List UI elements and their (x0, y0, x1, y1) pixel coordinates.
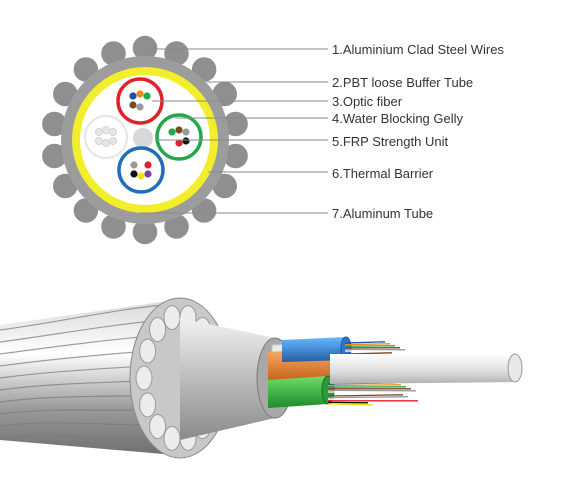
cut-wire (135, 365, 153, 391)
legend-item-7: 7.Aluminum Tube (332, 206, 433, 221)
fiber (143, 92, 151, 100)
fiber-strand (344, 343, 391, 346)
cut-wire (149, 414, 167, 439)
frp-rod-3d (330, 354, 515, 384)
legend-item-4: 4.Water Blocking Gelly (332, 111, 464, 126)
fiber-strand (327, 403, 374, 406)
buffer-tube-green (155, 113, 203, 161)
legend: 1.Aluminium Clad Steel Wires 2.PBT loose… (332, 42, 504, 221)
cut-wire (139, 392, 157, 418)
fiber (137, 172, 145, 180)
fiber (168, 128, 176, 136)
fiber-strand (327, 394, 404, 397)
fiber (144, 161, 152, 169)
legend-item-5: 5.FRP Strength Unit (332, 134, 448, 149)
fiber (95, 127, 104, 136)
strand-lines (0, 303, 176, 441)
fiber (182, 137, 190, 145)
legend-item-6: 6.Thermal Barrier (332, 166, 434, 181)
fiber (144, 170, 152, 178)
aluminum-tube-segment (180, 318, 275, 440)
frp-strength-unit (133, 128, 153, 148)
buffer-tube-blue (117, 146, 165, 194)
fiber (168, 137, 176, 145)
fiber-strand (344, 341, 386, 344)
fiber (136, 90, 144, 98)
fiber-strand (327, 396, 409, 399)
fiber (137, 159, 145, 167)
fiber (175, 126, 183, 134)
fiber (130, 170, 138, 178)
buffer-tube-green-3d (268, 376, 328, 408)
fiber (102, 138, 111, 147)
fiber-strand (344, 352, 393, 355)
fiber (143, 101, 151, 109)
fiber (109, 127, 118, 136)
legend-item-1: 1.Aluminium Clad Steel Wires (332, 42, 504, 57)
fiber (130, 161, 138, 169)
fiber (182, 128, 190, 136)
optic-fibers (95, 90, 190, 180)
fiber (129, 92, 137, 100)
fiber (129, 101, 137, 109)
strand-line (0, 303, 176, 331)
fiber (136, 103, 144, 111)
cut-wire (139, 338, 157, 364)
cut-wire (163, 305, 181, 331)
fiber-strand (327, 384, 402, 387)
cut-wire (163, 425, 181, 451)
stranded-wires-body (0, 300, 175, 455)
fiber (95, 136, 104, 145)
buffer-tube-white (84, 115, 128, 159)
leader-lines (140, 48, 328, 214)
legend-item-2: 2.PBT loose Buffer Tube (332, 75, 473, 90)
cut-wire (149, 317, 167, 342)
fiber-strand (344, 350, 411, 353)
frp-rod-end (507, 353, 523, 383)
legend-item-3: 3.Optic fiber (332, 94, 403, 109)
fiber (109, 136, 118, 145)
fiber-strand (327, 391, 422, 394)
fiber (102, 126, 111, 135)
cable-illustration (0, 297, 523, 459)
fiber (175, 139, 183, 147)
